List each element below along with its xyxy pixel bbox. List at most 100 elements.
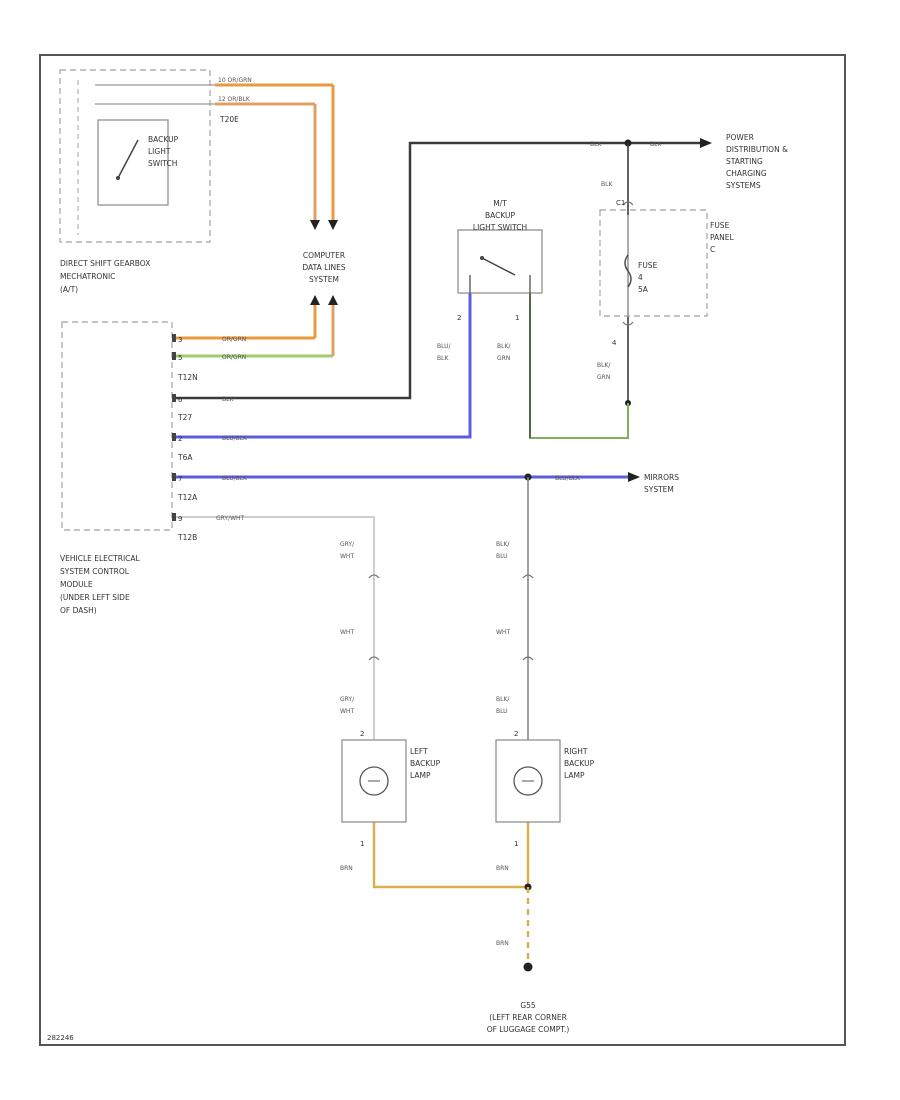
fuse-symbol [624, 254, 632, 288]
diagram-border [39, 54, 846, 1046]
left-lamp-label-1: LEFT [410, 747, 428, 756]
left-wire-c-2: WHT [340, 708, 354, 715]
power-wire-right: BLK [650, 141, 662, 148]
right-wire-c-1: BLK/ [496, 696, 510, 703]
vecm-wire-6: GRY/WHT [216, 515, 245, 522]
vecm-connectors [172, 334, 176, 521]
right-wire-b: WHT [496, 629, 510, 636]
vecm-wire-1: OR/GRN [222, 336, 246, 343]
mt-switch-box [457, 229, 543, 294]
right-lamp-pin-top: 2 [514, 730, 518, 738]
wire-gry-wht-left [175, 516, 375, 740]
switch-contact [116, 176, 120, 180]
ground-label-2: (LEFT REAR CORNER [489, 1013, 567, 1022]
vecm-conn-2: T12N [177, 373, 198, 382]
wire-or-grn-gearbox [215, 83, 335, 225]
fuse-wire-bottom-2: GRN [597, 374, 610, 381]
figure-id: 282246 [47, 1034, 74, 1042]
vecm-conn-4: T6A [177, 453, 193, 462]
left-wire-b: WHT [340, 629, 354, 636]
mt-wire-left-1: BLU/ [437, 343, 452, 350]
mt-switch-label-2: BACKUP [485, 211, 516, 220]
vecm-label-1: VEHICLE ELECTRICAL [60, 554, 141, 563]
data-bus-label-1: COMPUTER [303, 251, 345, 260]
right-lamp-box [495, 739, 561, 823]
fuse-panel-box [599, 209, 708, 317]
wire-brn-left [372, 822, 528, 889]
left-lamp-pin-bottom: 1 [360, 840, 364, 848]
mt-wire-right-2: GRN [497, 355, 510, 362]
right-wire-c-2: BLU [496, 708, 508, 715]
gearbox-wire2-label: 12 OR/BLK [218, 96, 251, 103]
ground-point [523, 962, 533, 972]
mirrors-wire: BLU/BLK [555, 475, 581, 482]
fuse-label-1: FUSE [638, 261, 658, 270]
fuse-panel-label-2: PANEL [710, 233, 735, 242]
vecm-wire-5: BLU/BLK [222, 475, 248, 482]
fuse-label-3: 5A [638, 285, 649, 294]
gearbox-wire1-label: 10 OR/GRN [218, 77, 252, 84]
ground-wire: BRN [496, 940, 509, 947]
vecm-pin-2: 5 [178, 354, 182, 362]
fuse-pin-top: C1 [616, 199, 625, 207]
gearbox-label-3: (A/T) [60, 285, 78, 294]
vecm-label-5: OF DASH) [60, 606, 97, 615]
mt-switch-pin-right: 1 [515, 314, 519, 322]
vecm-conn-6: T12B [177, 533, 197, 542]
mt-switch-lever [481, 257, 516, 276]
vecm-pin-6: 9 [178, 515, 182, 523]
left-lamp-label-3: LAMP [410, 771, 431, 780]
left-lamp-bulb [359, 766, 389, 796]
backup-switch-label-3: SWITCH [148, 159, 177, 168]
left-wire-c-1: GRY/ [340, 696, 355, 703]
vecm-conn-3: T27 [177, 413, 192, 422]
gearbox-connector: T20E [219, 115, 239, 124]
wire-or-grn-vecm-1 [175, 305, 317, 340]
arrow-data-3 [310, 295, 320, 305]
left-wire-a-1: GRY/ [340, 541, 355, 548]
vecm-wire-3: BLK [222, 396, 234, 403]
power-label-4: CHARGING [726, 169, 767, 178]
vecm-pin-1: 3 [178, 336, 182, 344]
fuse-wire-top: BLK [601, 181, 613, 188]
backup-switch-label-2: LIGHT [148, 147, 171, 156]
vecm-wire-2: OR/GRN [222, 354, 246, 361]
mt-switch-pivot [480, 256, 484, 260]
left-wire-ground: BRN [340, 865, 353, 872]
mt-wire-right-1: BLK/ [497, 343, 511, 350]
power-label-3: STARTING [726, 157, 763, 166]
mt-wire-left-2: BLK [437, 355, 449, 362]
gearbox-label-1: DIRECT SHIFT GEARBOX [60, 259, 150, 268]
right-lamp-label-1: RIGHT [564, 747, 588, 756]
wire-blk-power [175, 141, 700, 400]
vecm-label-3: MODULE [60, 580, 93, 589]
fuse-label-2: 4 [638, 273, 643, 282]
mirrors-label-1: MIRRORS [644, 473, 679, 482]
arrow-data-1 [310, 220, 320, 230]
right-lamp-bulb [513, 766, 543, 796]
right-wire-ground: BRN [496, 865, 509, 872]
left-wire-a-2: WHT [340, 553, 354, 560]
left-lamp-box [341, 739, 407, 823]
wire-or-blk-gearbox [215, 102, 317, 225]
arrow-data-4 [328, 295, 338, 305]
fuse-pin-bottom: 4 [612, 339, 617, 347]
vecm-pin-4: 2 [178, 435, 182, 443]
wire-or-grn-vecm-2 [175, 305, 335, 358]
wire-blu-blk-switch [175, 293, 472, 439]
fuse-panel-label-3: C [710, 245, 715, 254]
vecm-wire-4: BLU/BLK [222, 435, 248, 442]
data-bus-label-3: SYSTEM [309, 275, 339, 284]
right-lamp-label-3: LAMP [564, 771, 585, 780]
vecm-pin-5: 7 [178, 475, 182, 483]
mt-switch-label-1: M/T [493, 199, 507, 208]
mt-switch-pin-left: 2 [457, 314, 461, 322]
vecm-module [61, 321, 173, 531]
ground-label-3: OF LUGGAGE COMPT.) [487, 1025, 570, 1034]
left-lamp-pin-top: 2 [360, 730, 364, 738]
right-lamp-pin-bottom: 1 [514, 840, 518, 848]
inline-connectors [368, 201, 634, 661]
gearbox-module [59, 69, 211, 243]
right-lamp-label-2: BACKUP [564, 759, 595, 768]
